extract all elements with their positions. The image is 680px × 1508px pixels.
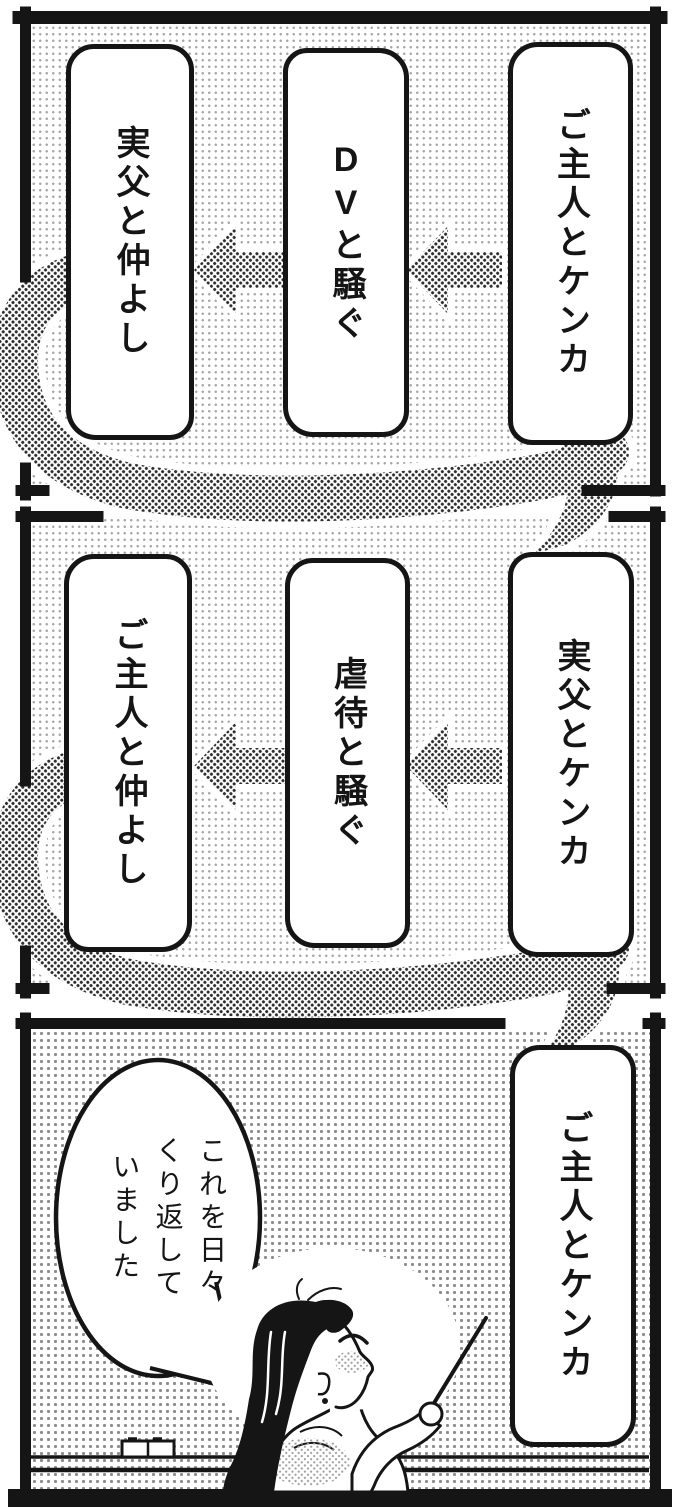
- flow-box-label: ご主人とケンカ: [554, 1109, 592, 1383]
- board-eraser-icon: [120, 1437, 176, 1459]
- loop-arrow-band-1: [0, 240, 636, 569]
- blush: [335, 1351, 369, 1373]
- flow-box-label: 実父とケンカ: [552, 637, 590, 872]
- flow-box-p2-right: 実父とケンカ: [508, 552, 634, 957]
- hair: [223, 1300, 342, 1492]
- flow-box-label: 虐待と騒ぐ: [328, 655, 367, 851]
- flow-box-p3-right: ご主人とケンカ: [510, 1045, 636, 1447]
- hair-strands: [295, 1278, 342, 1301]
- flow-arrow-icon: [187, 710, 295, 822]
- flow-box-label: ご主人とケンカ: [551, 107, 590, 380]
- flow-arrow-icon: [399, 710, 507, 822]
- hair-bangs: [316, 1299, 354, 1333]
- panel3-scene: [31, 1057, 649, 1494]
- hand: [418, 1401, 444, 1427]
- flow-arrow-icon: [187, 214, 295, 326]
- woman-pointing-icon: [223, 1278, 488, 1494]
- loop-arrowhead-1: [534, 420, 618, 554]
- panel3-bottom-bar: [8, 1489, 672, 1507]
- closed-eye: [338, 1333, 369, 1345]
- earring: [322, 1398, 328, 1404]
- flow-arrow-icon: [399, 214, 507, 326]
- flow-box-label: 実父と仲よし: [111, 125, 149, 359]
- flow-box-label: DVと騒ぐ: [327, 141, 365, 344]
- panel-borders: [12, 6, 668, 1498]
- hair-highlight: [260, 1330, 287, 1424]
- flow-box-p1-right: ご主人とケンカ: [508, 42, 633, 445]
- flow-box-p1-middle: DVと騒ぐ: [283, 48, 409, 437]
- flow-box-p1-left: 実父と仲よし: [66, 44, 194, 440]
- flow-box-label: ご主人と仲よし: [109, 616, 147, 890]
- speech-bubble-text: これを日々 くり返して いました: [108, 1135, 226, 1301]
- ear: [317, 1372, 331, 1396]
- clothing-shade: [266, 1438, 350, 1486]
- flow-box-p2-left: ご主人と仲よし: [64, 554, 192, 952]
- flow-box-p2-middle: 虐待と騒ぐ: [285, 558, 410, 948]
- face-profile: [332, 1314, 374, 1410]
